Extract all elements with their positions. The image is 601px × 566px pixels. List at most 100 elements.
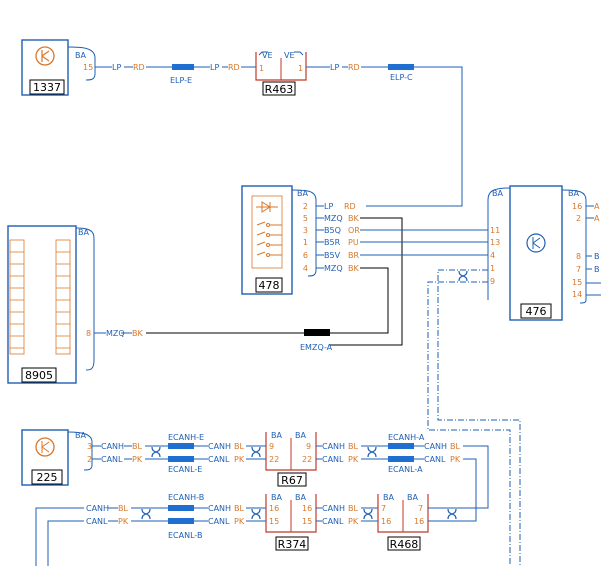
connector-r463: VE VE 1 1 R463 <box>255 51 307 96</box>
can-row-2: CANH CANL BL PK ECANH-B ECANL-B CANH CAN… <box>35 493 266 566</box>
diode-icon <box>256 201 278 213</box>
splice-label: ELP-C <box>390 73 413 82</box>
svg-text:BA: BA <box>295 493 306 502</box>
svg-text:1: 1 <box>490 264 495 273</box>
svg-text:B5V: B5V <box>324 251 341 260</box>
svg-text:BL: BL <box>234 442 244 451</box>
svg-text:BA: BA <box>383 493 394 502</box>
electronic-module-icon <box>526 233 546 253</box>
svg-text:16: 16 <box>414 517 424 526</box>
component-478: 478 BA 2 5 3 1 6 4 <box>241 185 317 295</box>
svg-text:5: 5 <box>303 214 308 223</box>
connector-ba-label: BA <box>75 431 86 440</box>
connector-r67: BA BA 9 22 9 22 R67 <box>265 431 317 487</box>
svg-text:BA: BA <box>271 431 282 440</box>
svg-text:CANL: CANL <box>322 517 344 526</box>
svg-text:22: 22 <box>302 455 312 464</box>
twisted-pair-icon <box>251 446 261 458</box>
component-476-label: 476 <box>526 305 547 318</box>
svg-text:15: 15 <box>572 278 582 287</box>
connector-ve-label: VE <box>262 51 273 60</box>
component-225-label: 225 <box>37 471 58 484</box>
can-row-2-right: CANH CANL BL PK <box>316 504 378 526</box>
svg-text:16: 16 <box>302 504 312 513</box>
component-8905-label: 8905 <box>25 369 53 382</box>
svg-text:PK: PK <box>348 455 359 464</box>
svg-text:CANL: CANL <box>101 455 123 464</box>
svg-text:BK: BK <box>348 214 359 223</box>
svg-text:15: 15 <box>269 517 279 526</box>
wires-478: LP RD MZQ BK B5Q OR B5R PU B5V BR MZQ BK <box>316 202 488 346</box>
svg-text:7: 7 <box>418 504 423 513</box>
svg-text:BK: BK <box>348 264 359 273</box>
svg-text:8: 8 <box>576 252 581 261</box>
svg-text:B: B <box>594 252 600 261</box>
connector-ba-label: BA <box>297 189 308 198</box>
svg-text:A: A <box>594 202 600 211</box>
component-225: 225 BA 3 2 <box>21 429 93 486</box>
svg-text:B5Q: B5Q <box>324 226 341 235</box>
svg-text:B: B <box>594 265 600 274</box>
svg-text:BR: BR <box>348 251 359 260</box>
can-bus-routing <box>427 269 521 566</box>
splice-ecanh-e <box>168 443 194 449</box>
svg-text:16: 16 <box>269 504 279 513</box>
svg-text:13: 13 <box>490 238 500 247</box>
svg-text:BL: BL <box>118 504 128 513</box>
connector-ba-label: BA <box>492 189 503 198</box>
svg-text:ECANH-B: ECANH-B <box>168 493 204 502</box>
connector-r468-label: R468 <box>390 538 419 551</box>
svg-text:ECANL-A: ECANL-A <box>388 465 423 474</box>
svg-text:9: 9 <box>306 442 311 451</box>
svg-text:BK: BK <box>132 329 143 338</box>
svg-text:CANH: CANH <box>322 504 345 513</box>
svg-text:PK: PK <box>348 517 359 526</box>
svg-text:OR: OR <box>348 226 360 235</box>
svg-text:6: 6 <box>303 251 308 260</box>
component-1337-label: 1337 <box>33 81 61 94</box>
svg-text:8: 8 <box>86 329 91 338</box>
twisted-pair-icon <box>251 508 261 520</box>
svg-text:CANH: CANH <box>101 442 124 451</box>
svg-text:CANH: CANH <box>322 442 345 451</box>
connector-ve-label: VE <box>284 51 295 60</box>
svg-text:ECANL-E: ECANL-E <box>168 465 202 474</box>
connector-r468: BA BA 7 16 7 16 R468 <box>377 493 429 551</box>
wire-code: LP <box>330 63 339 72</box>
svg-text:BL: BL <box>348 442 358 451</box>
splice-ecanl-e <box>168 456 194 462</box>
component-8905: 8905 BA 8 <box>7 225 95 384</box>
component-476: 476 BA BA 11 13 4 1 9 16 2 8 7 15 14 A A… <box>487 185 601 321</box>
svg-text:7: 7 <box>381 504 386 513</box>
svg-text:ECANL-B: ECANL-B <box>168 531 203 540</box>
svg-text:BA: BA <box>295 431 306 440</box>
svg-text:BL: BL <box>450 442 460 451</box>
connector-ba-label: BA <box>75 51 86 60</box>
svg-text:CANL: CANL <box>208 455 230 464</box>
svg-text:4: 4 <box>490 251 495 260</box>
svg-text:BL: BL <box>348 504 358 513</box>
svg-text:CANH: CANH <box>86 504 109 513</box>
svg-text:CANL: CANL <box>424 455 446 464</box>
svg-text:7: 7 <box>576 265 581 274</box>
svg-text:2: 2 <box>303 202 308 211</box>
svg-text:9: 9 <box>490 277 495 286</box>
svg-text:16: 16 <box>381 517 391 526</box>
svg-text:CANH: CANH <box>424 442 447 451</box>
svg-text:ECANH-A: ECANH-A <box>388 433 425 442</box>
relay-contact-icon <box>256 221 282 257</box>
svg-text:B5R: B5R <box>324 238 341 247</box>
svg-text:PK: PK <box>234 455 245 464</box>
splice-label: EMZQ-A <box>300 343 333 352</box>
svg-text:PK: PK <box>118 517 129 526</box>
svg-text:PU: PU <box>348 238 359 247</box>
svg-text:2: 2 <box>87 455 92 464</box>
can-row-1: CANH BL CANL PK ECANH-E ECANL-E CANH CAN… <box>92 433 266 474</box>
svg-text:LP: LP <box>324 202 333 211</box>
pin-label: 1 <box>259 64 264 73</box>
svg-text:22: 22 <box>269 455 279 464</box>
svg-text:CANL: CANL <box>86 517 108 526</box>
svg-text:16: 16 <box>572 202 582 211</box>
electronic-module-icon <box>35 437 55 457</box>
connector-ba-label: BA <box>78 228 89 237</box>
